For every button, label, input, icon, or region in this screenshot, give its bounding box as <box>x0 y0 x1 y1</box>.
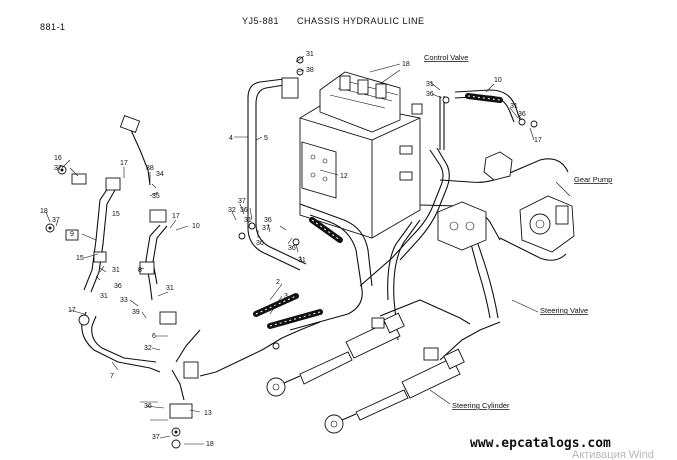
callout-label: 36 <box>144 403 152 410</box>
callout-label: 17 <box>534 137 542 144</box>
callout-label: 13 <box>204 410 212 417</box>
steering-valve <box>437 201 487 251</box>
callout-label: 31 <box>298 257 306 264</box>
pipe-network <box>81 77 569 401</box>
callout-label: 36 <box>518 111 526 118</box>
gear-pump-label: Gear Pump <box>574 175 612 184</box>
callout-label: 31 <box>426 81 434 88</box>
callout-label: 16 <box>54 155 62 162</box>
callout-label: 36 <box>114 283 122 290</box>
steering-cylinder-upper <box>266 312 405 397</box>
callout-label: 34 <box>156 171 164 178</box>
fittings <box>45 56 538 449</box>
callout-label: 15 <box>76 255 84 262</box>
callout-label: 31 <box>100 293 108 300</box>
callout-label: 17 <box>172 213 180 220</box>
callout-label: 10 <box>192 223 200 230</box>
callout-label: 37 <box>52 217 60 224</box>
callout-label: 37 <box>262 225 270 232</box>
component-labels: Control Valve Gear Pump Steering Valve S… <box>424 53 612 410</box>
callout-label: 7 <box>110 373 114 380</box>
control-valve-label: Control Valve <box>424 53 468 62</box>
callout-label: 3 <box>284 293 288 300</box>
model-code: YJ5-881 <box>242 16 279 26</box>
part-callouts: 31 38 18 31 36 10 31 36 17 4 5 12 16 37 … <box>40 51 542 448</box>
callout-label: 4 <box>229 135 233 142</box>
callout-label: 32 <box>228 207 236 214</box>
callout-label: 18 <box>40 208 48 215</box>
website-footer: www.epcatalogs.com <box>470 436 611 451</box>
callout-label: 6 <box>152 333 156 340</box>
callout-label: 39 <box>132 309 140 316</box>
callout-label: 18 <box>402 61 410 68</box>
callout-label: 5 <box>264 135 268 142</box>
callout-label: 31 <box>244 217 252 224</box>
callout-label: 36 <box>264 217 272 224</box>
callout-label: 33 <box>120 297 128 304</box>
leader-lines <box>45 55 571 445</box>
callout-label: 9 <box>70 231 74 238</box>
callout-label: 12 <box>340 173 348 180</box>
callout-label: 31 <box>166 285 174 292</box>
watermark: Активация Wind <box>572 449 654 460</box>
callout-label: 36 <box>426 91 434 98</box>
callout-label: 38 <box>306 67 314 74</box>
callout-label: 17 <box>68 307 76 314</box>
steering-valve-label: Steering Valve <box>540 306 588 315</box>
callout-label: 32 <box>144 345 152 352</box>
callout-label: 36 <box>256 240 264 247</box>
callout-label: 37 <box>152 434 160 441</box>
callout-label: 37 <box>54 165 62 172</box>
callout-label: 2 <box>276 279 280 286</box>
callout-label: 31 <box>306 51 314 58</box>
callout-label: 31 <box>112 267 120 274</box>
callout-label: 36 <box>240 207 248 214</box>
steering-cylinder-label: Steering Cylinder <box>452 401 510 410</box>
gear-pump <box>483 151 575 253</box>
page-code: 881-1 <box>40 22 66 32</box>
callout-label: 8 <box>138 267 142 274</box>
callout-label: 18 <box>206 441 214 448</box>
callout-label: 37 <box>238 198 246 205</box>
callout-label: 10 <box>494 77 502 84</box>
diagram-title: CHASSIS HYDRAULIC LINE <box>297 16 425 26</box>
control-valve-assembly <box>299 71 423 239</box>
callout-label: 38 <box>146 165 154 172</box>
callout-label: 17 <box>120 160 128 167</box>
callout-label: 15 <box>112 211 120 218</box>
callout-label: 35 <box>152 193 160 200</box>
callout-label: 31 <box>510 103 518 110</box>
callout-label: 36 <box>288 245 296 252</box>
steering-cylinder-lower <box>324 348 465 434</box>
